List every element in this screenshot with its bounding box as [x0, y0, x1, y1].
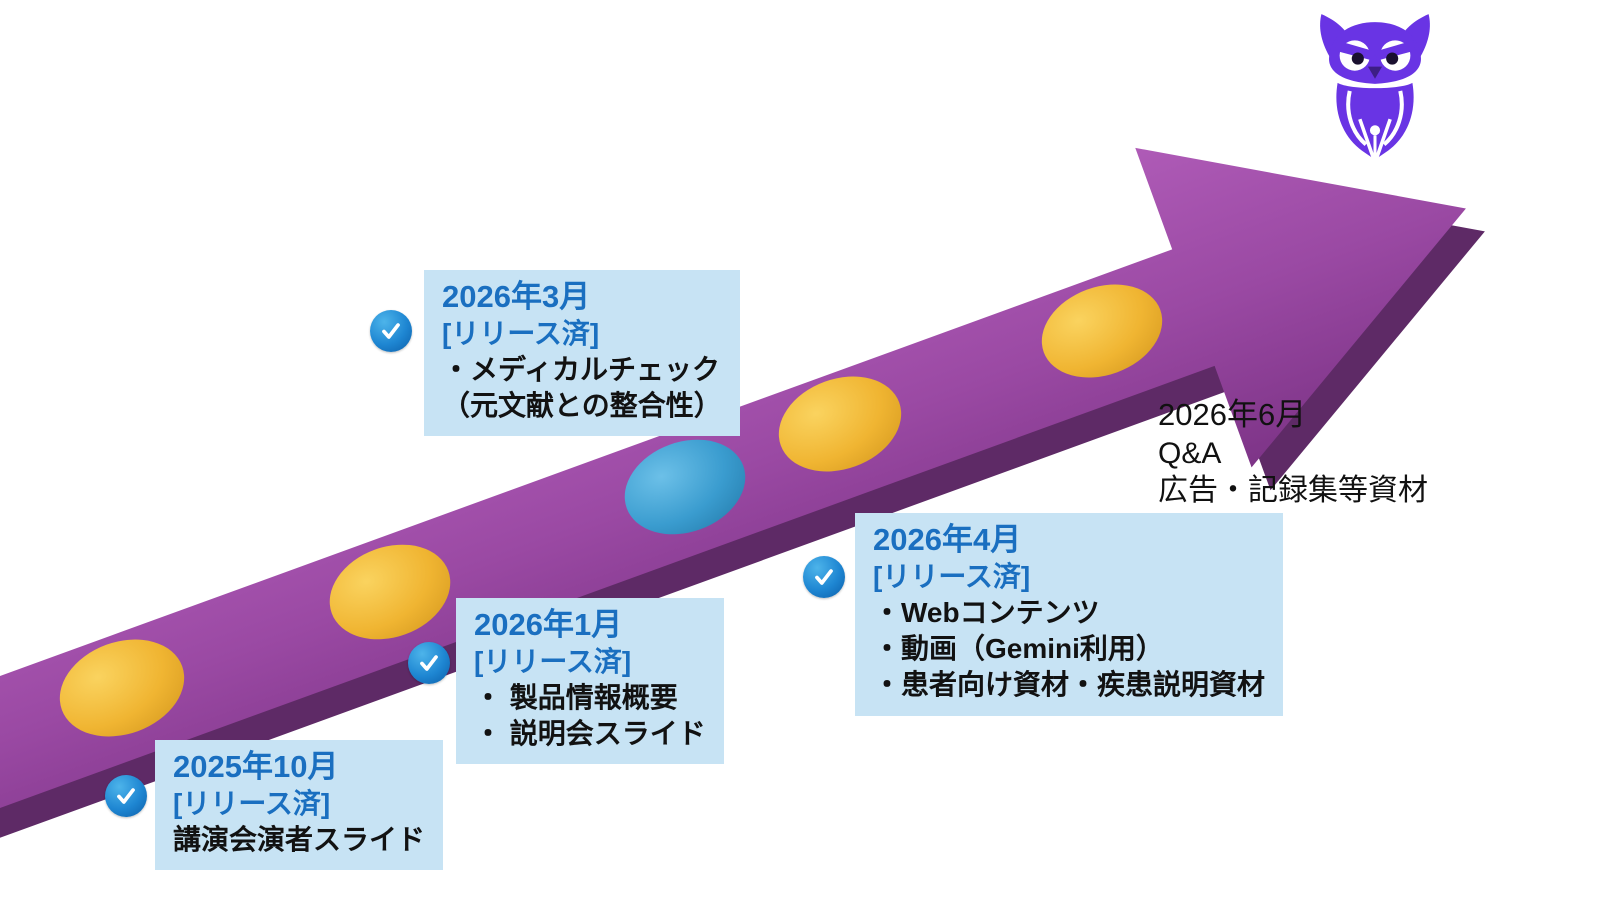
milestone-date: 2026年1月: [474, 607, 623, 642]
milestone-status: [リリース済]: [873, 560, 1031, 592]
check-icon-2026-03: [370, 310, 412, 352]
milestone-dot-3: [624, 439, 746, 535]
owl-icon: [1320, 14, 1430, 169]
milestone-item: （元文献との整合性）: [442, 390, 722, 422]
milestone-dot-1: [59, 639, 185, 737]
milestone-item: ・動画（Gemini利用）: [873, 633, 1164, 665]
milestone-item: ・メディカルチェック: [442, 353, 721, 385]
milestone-item: ・ 製品情報概要: [474, 681, 678, 713]
milestone-item: Q&A: [1158, 436, 1222, 470]
milestone-dot-4: [778, 376, 902, 472]
milestone-dot-2: [329, 544, 451, 640]
milestone-dot-5: [1041, 284, 1163, 378]
milestone-box-2025-10: 2025年10月 [リリース済] 講演会演者スライド: [155, 740, 444, 871]
milestone-item: 広告・記録集等資材: [1158, 474, 1428, 508]
milestone-status: [リリース済]: [173, 787, 331, 819]
milestone-box-2026-04: 2026年4月 [リリース済] ・Webコンテンツ ・動画（Gemini利用） …: [855, 513, 1284, 716]
milestone-item: ・患者向け資材・疾患説明資材: [873, 669, 1266, 701]
check-icon-2026-01: [408, 642, 450, 684]
milestone-item: ・Webコンテンツ: [873, 596, 1100, 628]
milestone-date: 2025年10月: [173, 749, 339, 784]
milestone-box-2026-01: 2026年1月 [リリース済] ・ 製品情報概要 ・ 説明会スライド: [456, 598, 724, 765]
milestone-date: 2026年4月: [873, 522, 1022, 557]
milestone-item: 講演会演者スライド: [173, 823, 426, 855]
milestone-text-2026-06: 2026年6月 Q&A 広告・記録集等資材: [1158, 396, 1428, 510]
milestone-date: 2026年3月: [442, 279, 591, 314]
check-icon-2025-10: [105, 775, 147, 817]
owl-pen-logo: [1296, 8, 1454, 190]
milestone-status: [リリース済]: [442, 317, 600, 349]
milestone-item: ・ 説明会スライド: [474, 718, 706, 750]
check-icon-2026-04: [803, 556, 845, 598]
milestone-box-2026-03: 2026年3月 [リリース済] ・メディカルチェック （元文献との整合性）: [424, 270, 740, 437]
milestone-date: 2026年6月: [1158, 397, 1307, 432]
milestone-status: [リリース済]: [474, 645, 632, 677]
